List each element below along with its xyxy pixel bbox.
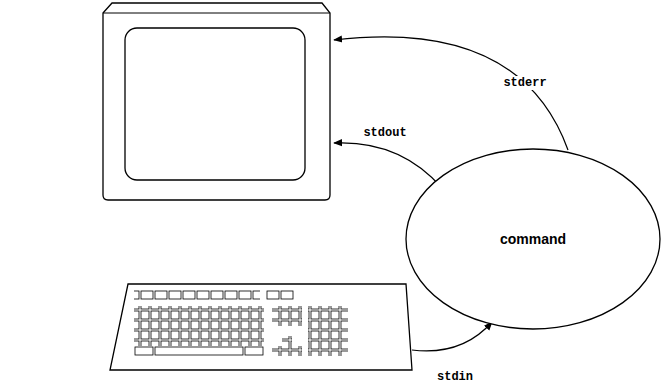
monitor-bevel bbox=[103, 13, 330, 14]
keyboard-body bbox=[110, 284, 412, 370]
stream-label: stdin bbox=[435, 370, 475, 384]
navigation-keys bbox=[272, 306, 302, 326]
stdin-arrow bbox=[412, 322, 492, 351]
main-keys bbox=[134, 306, 264, 346]
function-keys bbox=[266, 290, 294, 300]
monitor-body bbox=[103, 3, 330, 200]
function-keys bbox=[134, 290, 260, 300]
stream-label: stdout bbox=[361, 126, 408, 140]
key bbox=[245, 347, 263, 355]
stream-label: stderr bbox=[501, 76, 548, 90]
monitor-icon bbox=[103, 3, 330, 200]
arrow-key bbox=[282, 336, 292, 346]
key bbox=[135, 347, 153, 355]
stderr-arrow bbox=[334, 37, 568, 150]
process-ellipse: command bbox=[405, 148, 661, 330]
numeric-keypad bbox=[308, 306, 348, 356]
arrow-keys bbox=[272, 346, 302, 356]
monitor-screen bbox=[125, 28, 305, 180]
stdout-arrow bbox=[334, 143, 442, 188]
node-label: command bbox=[500, 231, 566, 247]
ellipse-outline bbox=[406, 149, 660, 329]
keyboard-icon bbox=[110, 284, 412, 370]
space-bar bbox=[155, 347, 243, 355]
